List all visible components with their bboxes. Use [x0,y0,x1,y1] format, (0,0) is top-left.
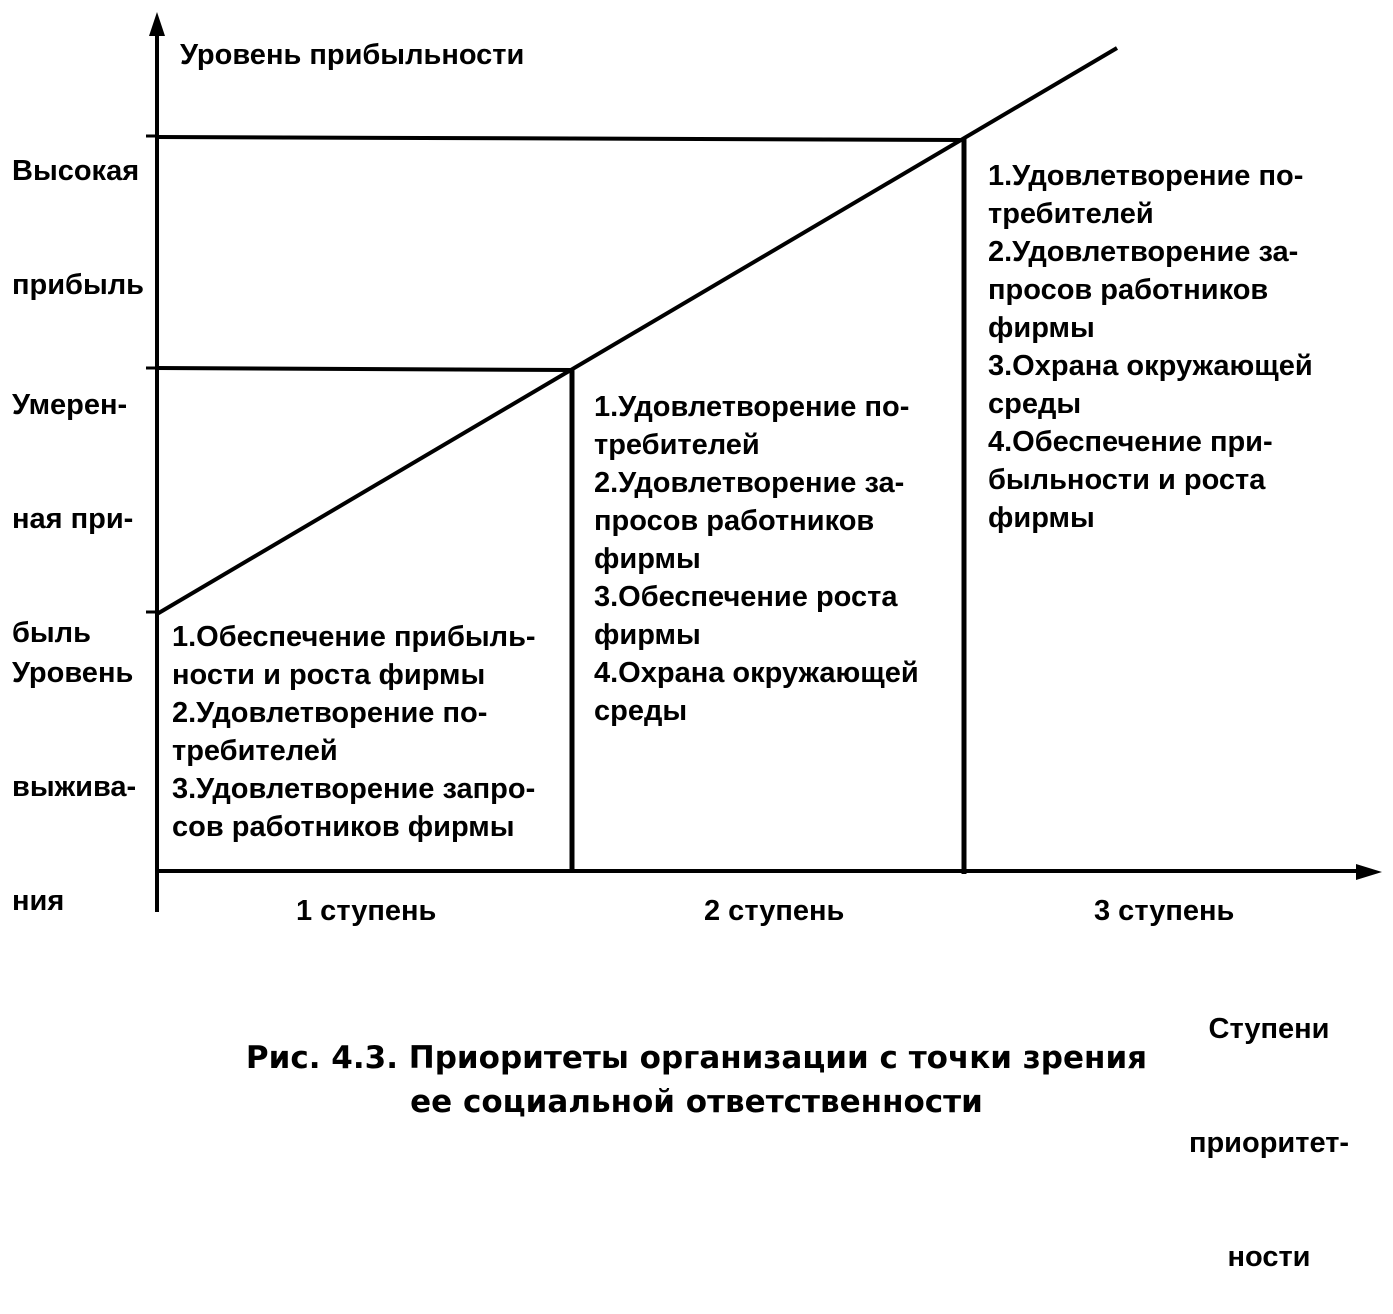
x-axis-arrowhead [1356,864,1382,880]
level-label-survival-line: Уровень [12,657,134,689]
level-label-moderate-line: быль [12,617,91,649]
level-label-moderate-line: ная при- [12,503,134,535]
level-label-survival-line: ния [12,885,65,917]
x-axis-title-line: ности [1227,1241,1311,1273]
level-label-survival: Уровень выжива- ния [12,578,136,958]
figure-caption-line: Рис. 4.3. Приоритеты организации с точки… [245,1040,1148,1076]
stage2-priorities: 1.Удовлетворение по- требителей 2.Удовле… [594,391,919,727]
level-label-moderate: Умерен- ная при- быль [12,310,133,690]
level-label-high: Высокая прибыль [12,76,144,342]
stage1-priorities: 1.Обеспечение прибыль- ности и роста фир… [172,621,536,843]
level-label-high-line: прибыль [12,269,144,301]
level-label-survival-line: выжива- [12,771,137,803]
stage-label-1: 1 ступень [296,895,437,927]
level-line-moderate [156,366,573,372]
diagram-canvas [146,12,1382,912]
x-axis-title-line: Ступени [1208,1013,1330,1045]
x-axis-title: Ступени приоритет- ности [1180,934,1358,1314]
level-line-high [156,135,965,142]
stage-label-2: 2 ступень [704,895,845,927]
stage-label-3: 3 ступень [1094,895,1235,927]
level-label-high-line: Высокая [12,155,140,187]
y-axis-arrowhead [149,12,165,36]
level-label-moderate-line: Умерен- [12,389,128,421]
x-axis-title-line: приоритет- [1188,1127,1350,1159]
stage3-priorities: 1.Удовлетворение по- требителей 2.Удовле… [988,160,1313,534]
y-axis-title: Уровень прибыльности [180,39,525,71]
growth-line [155,46,1119,616]
figure-caption-line: ее социальной ответственности [410,1084,983,1120]
figure-caption: Рис. 4.3. Приоритеты организации с точки… [0,1036,1393,1124]
